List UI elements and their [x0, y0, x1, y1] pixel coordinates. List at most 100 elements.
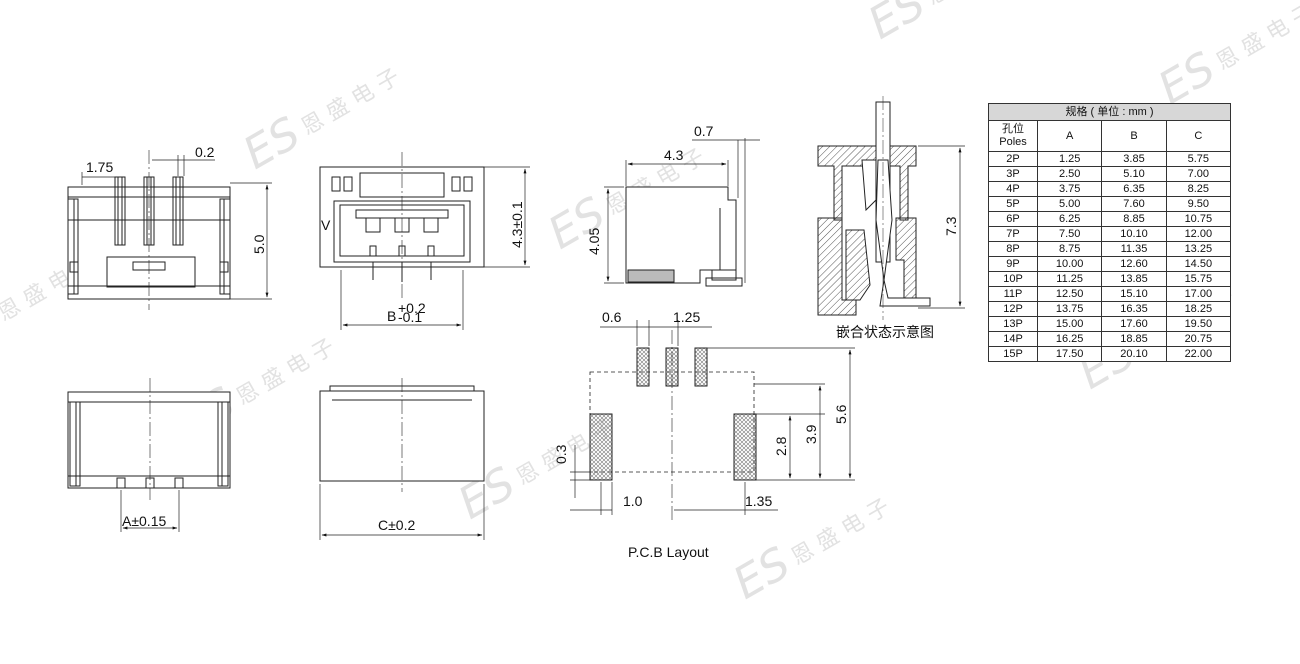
value-cell-b: 20.10	[1101, 346, 1167, 362]
dim-height-label: 7.3	[943, 216, 959, 236]
value-cell-a: 7.50	[1036, 226, 1103, 242]
pcb-dim-0-3: 0.3	[553, 444, 569, 464]
value-cell-a: 6.25	[1036, 211, 1103, 227]
dim-b-tol-minus: -0.1	[398, 309, 422, 325]
value-cell-a: 15.00	[1036, 316, 1103, 332]
pcb-dim-3-9: 3.9	[803, 424, 819, 444]
dim-top-label: 0.7	[694, 123, 714, 139]
value-cell-b: 16.35	[1101, 301, 1167, 317]
value-cell-c: 22.00	[1165, 346, 1232, 362]
value-cell-c: 18.25	[1165, 301, 1232, 317]
value-cell-b: 18.85	[1101, 331, 1167, 347]
bottom-left-view	[67, 378, 231, 532]
side-view	[604, 138, 760, 287]
pcb-dim-1-0: 1.0	[623, 493, 643, 509]
value-cell-b: 3.85	[1101, 151, 1167, 167]
watermark-text: 恩 盛 电 子	[922, 0, 1029, 11]
value-cell-c: 7.00	[1165, 166, 1232, 182]
value-cell-c: 17.00	[1165, 286, 1232, 302]
dim-height-label: 5.0	[251, 234, 267, 254]
value-cell-a: 2.50	[1036, 166, 1103, 182]
table-title: 规格 ( 单位 : mm )	[988, 103, 1231, 121]
poles-cell: 13P	[988, 316, 1038, 332]
poles-header-en: Poles	[999, 136, 1027, 148]
column-header: B	[1101, 120, 1167, 152]
poles-header-cn: 孔位	[1002, 123, 1024, 135]
value-cell-b: 11.35	[1101, 241, 1167, 257]
value-cell-a: 11.25	[1036, 271, 1103, 287]
pcb-dim-pitch: 1.25	[673, 309, 700, 325]
value-cell-b: 10.10	[1101, 226, 1167, 242]
housing-mark: V	[321, 217, 331, 233]
poles-cell: 10P	[988, 271, 1038, 287]
poles-cell: 7P	[988, 226, 1038, 242]
value-cell-a: 8.75	[1036, 241, 1103, 257]
poles-cell: 4P	[988, 181, 1038, 197]
poles-cell: 2P	[988, 151, 1038, 167]
poles-cell: 6P	[988, 211, 1038, 227]
pcb-caption: P.C.B Layout	[628, 544, 709, 560]
value-cell-c: 10.75	[1165, 211, 1232, 227]
dim-c-label: C±0.2	[378, 517, 415, 533]
value-cell-a: 3.75	[1036, 181, 1103, 197]
pcb-dim-2-8: 2.8	[773, 436, 789, 456]
section-caption: 嵌合状态示意图	[836, 324, 934, 341]
value-cell-b: 12.60	[1101, 256, 1167, 272]
dim-height-label: 4.3±0.1	[509, 201, 525, 248]
watermark-text: 恩 盛 电 子	[787, 495, 894, 571]
bottom-right-view	[319, 378, 485, 540]
value-cell-b: 5.10	[1101, 166, 1167, 182]
value-cell-a: 17.50	[1036, 346, 1103, 362]
poles-cell: 14P	[988, 331, 1038, 347]
value-cell-a: 1.25	[1036, 151, 1103, 167]
poles-cell: 5P	[988, 196, 1038, 212]
value-cell-b: 17.60	[1101, 316, 1167, 332]
value-cell-b: 13.85	[1101, 271, 1167, 287]
value-cell-c: 19.50	[1165, 316, 1232, 332]
value-cell-c: 13.25	[1165, 241, 1232, 257]
pcb-dim-pad-w: 0.6	[602, 309, 622, 325]
value-cell-c: 8.25	[1165, 181, 1232, 197]
watermark-text: 恩 盛 电 子	[297, 65, 404, 141]
pcb-layout-view	[570, 320, 855, 520]
value-cell-c: 20.75	[1165, 331, 1232, 347]
front-right-view	[319, 152, 530, 330]
column-header: C	[1165, 120, 1232, 152]
poles-cell: 8P	[988, 241, 1038, 257]
column-header: A	[1036, 120, 1103, 152]
value-cell-a: 16.25	[1036, 331, 1103, 347]
dim-b-label: B	[387, 308, 396, 324]
dim-height-label: 4.05	[586, 228, 602, 255]
pcb-dim-1-35: 1.35	[745, 493, 772, 509]
watermark-logo: ES	[860, 0, 934, 50]
value-cell-a: 13.75	[1036, 301, 1103, 317]
value-cell-c: 9.50	[1165, 196, 1232, 212]
watermark-text: 恩 盛 电 子	[1212, 0, 1300, 76]
value-cell-b: 8.85	[1101, 211, 1167, 227]
table-title-row: 规格 ( 单位 : mm )	[988, 103, 1231, 121]
table-header-row: 孔位 Poles A B C	[988, 120, 1232, 152]
dim-a-label: A±0.15	[122, 513, 166, 529]
poles-cell: 3P	[988, 166, 1038, 182]
dim-pitch-label: 1.75	[86, 159, 113, 175]
value-cell-a: 5.00	[1036, 196, 1103, 212]
value-cell-c: 5.75	[1165, 151, 1232, 167]
value-cell-b: 6.35	[1101, 181, 1167, 197]
pcb-dim-5-6: 5.6	[833, 404, 849, 424]
value-cell-c: 15.75	[1165, 271, 1232, 287]
poles-cell: 15P	[988, 346, 1038, 362]
dim-gap-label: 0.2	[195, 144, 215, 160]
mating-section-view	[817, 96, 965, 320]
value-cell-b: 15.10	[1101, 286, 1167, 302]
value-cell-a: 12.50	[1036, 286, 1103, 302]
